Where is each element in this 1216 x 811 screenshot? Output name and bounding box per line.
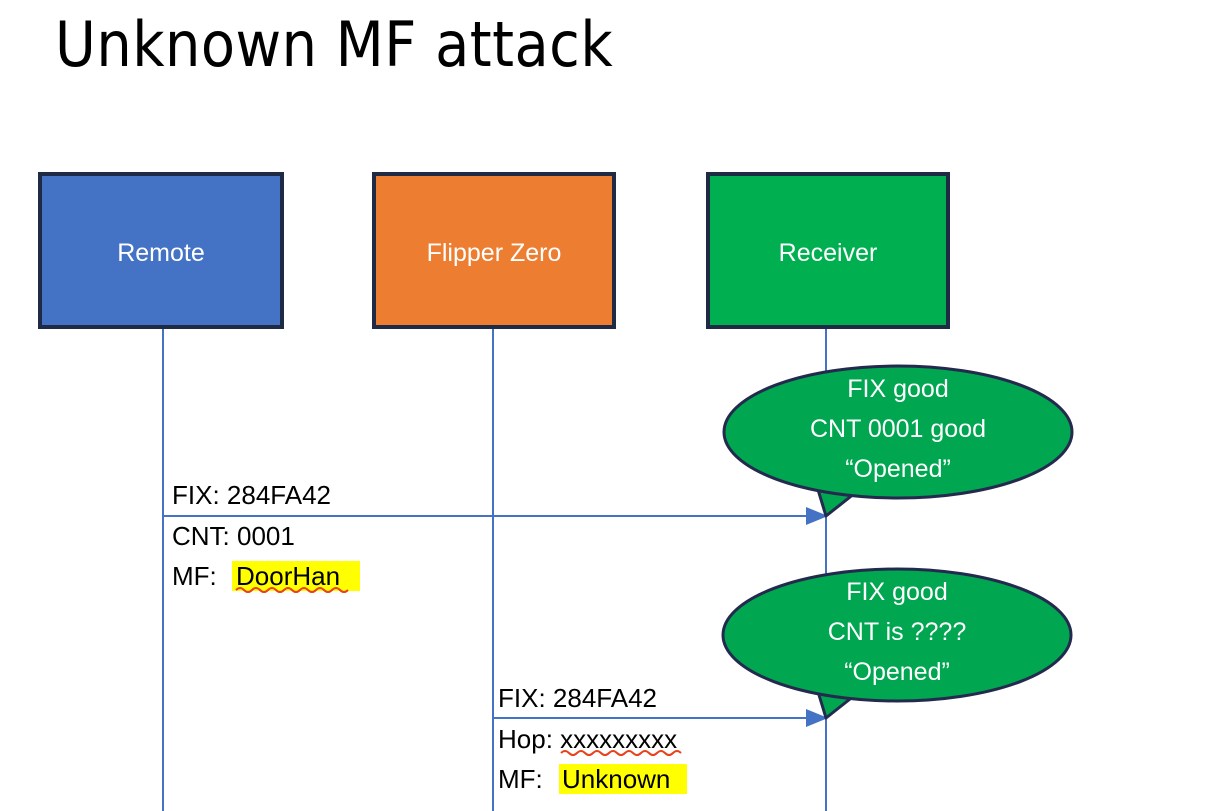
message-arrow-2 xyxy=(494,709,828,727)
message-2-labels: FIX: 284FA42 Hop: xxxxxxxxx MF: Unknown xyxy=(498,683,687,794)
callout-2[interactable]: FIX good CNT is ???? “Opened” xyxy=(721,567,1073,720)
message-2-mf-value: Unknown xyxy=(562,764,670,794)
callout-1-ellipse xyxy=(722,364,1074,500)
callout-2-line-1: FIX good xyxy=(846,578,947,606)
callout-2-ellipse xyxy=(721,567,1073,703)
message-1-line-2: CNT: 0001 xyxy=(172,521,295,551)
node-flipper-label: Flipper Zero xyxy=(427,239,562,267)
page-title: Unknown MF attack xyxy=(55,8,614,81)
node-remote[interactable]: Remote xyxy=(38,172,284,329)
node-receiver[interactable]: Receiver xyxy=(706,172,950,329)
node-remote-label: Remote xyxy=(117,239,205,267)
callout-1-line-3: “Opened” xyxy=(845,455,951,483)
message-1-mf-value: DoorHan xyxy=(236,561,340,591)
node-flipper[interactable]: Flipper Zero xyxy=(372,172,616,329)
message-1-mf-highlight xyxy=(232,561,360,591)
message-arrow-1-head xyxy=(806,507,828,525)
message-2-spellcheck-underline xyxy=(560,750,682,756)
node-receiver-label: Receiver xyxy=(779,239,878,267)
message-2-line-2: Hop: xxxxxxxxx xyxy=(498,724,677,754)
message-2-mf-label: MF: xyxy=(498,764,543,794)
callout-1-line-1: FIX good xyxy=(847,375,948,403)
message-1-labels: FIX: 284FA42 CNT: 0001 MF: DoorHan xyxy=(172,480,360,593)
message-1-line-1: FIX: 284FA42 xyxy=(172,480,331,510)
message-arrow-2-head xyxy=(806,709,828,727)
callout-2-line-2: CNT is ???? xyxy=(828,618,967,646)
message-arrow-1 xyxy=(164,507,828,525)
node-flipper-box xyxy=(372,172,616,329)
message-1-mf-label: MF: xyxy=(172,561,217,591)
message-2-line-1: FIX: 284FA42 xyxy=(498,683,657,713)
callout-1[interactable]: FIX good CNT 0001 good “Opened” xyxy=(722,364,1074,518)
message-2-mf-highlight xyxy=(559,764,687,794)
callout-1-line-2: CNT 0001 good xyxy=(810,415,986,443)
node-receiver-box xyxy=(706,172,950,329)
callout-2-line-3: “Opened” xyxy=(844,658,950,686)
node-remote-box xyxy=(38,172,284,329)
message-1-spellcheck-underline xyxy=(235,587,349,593)
